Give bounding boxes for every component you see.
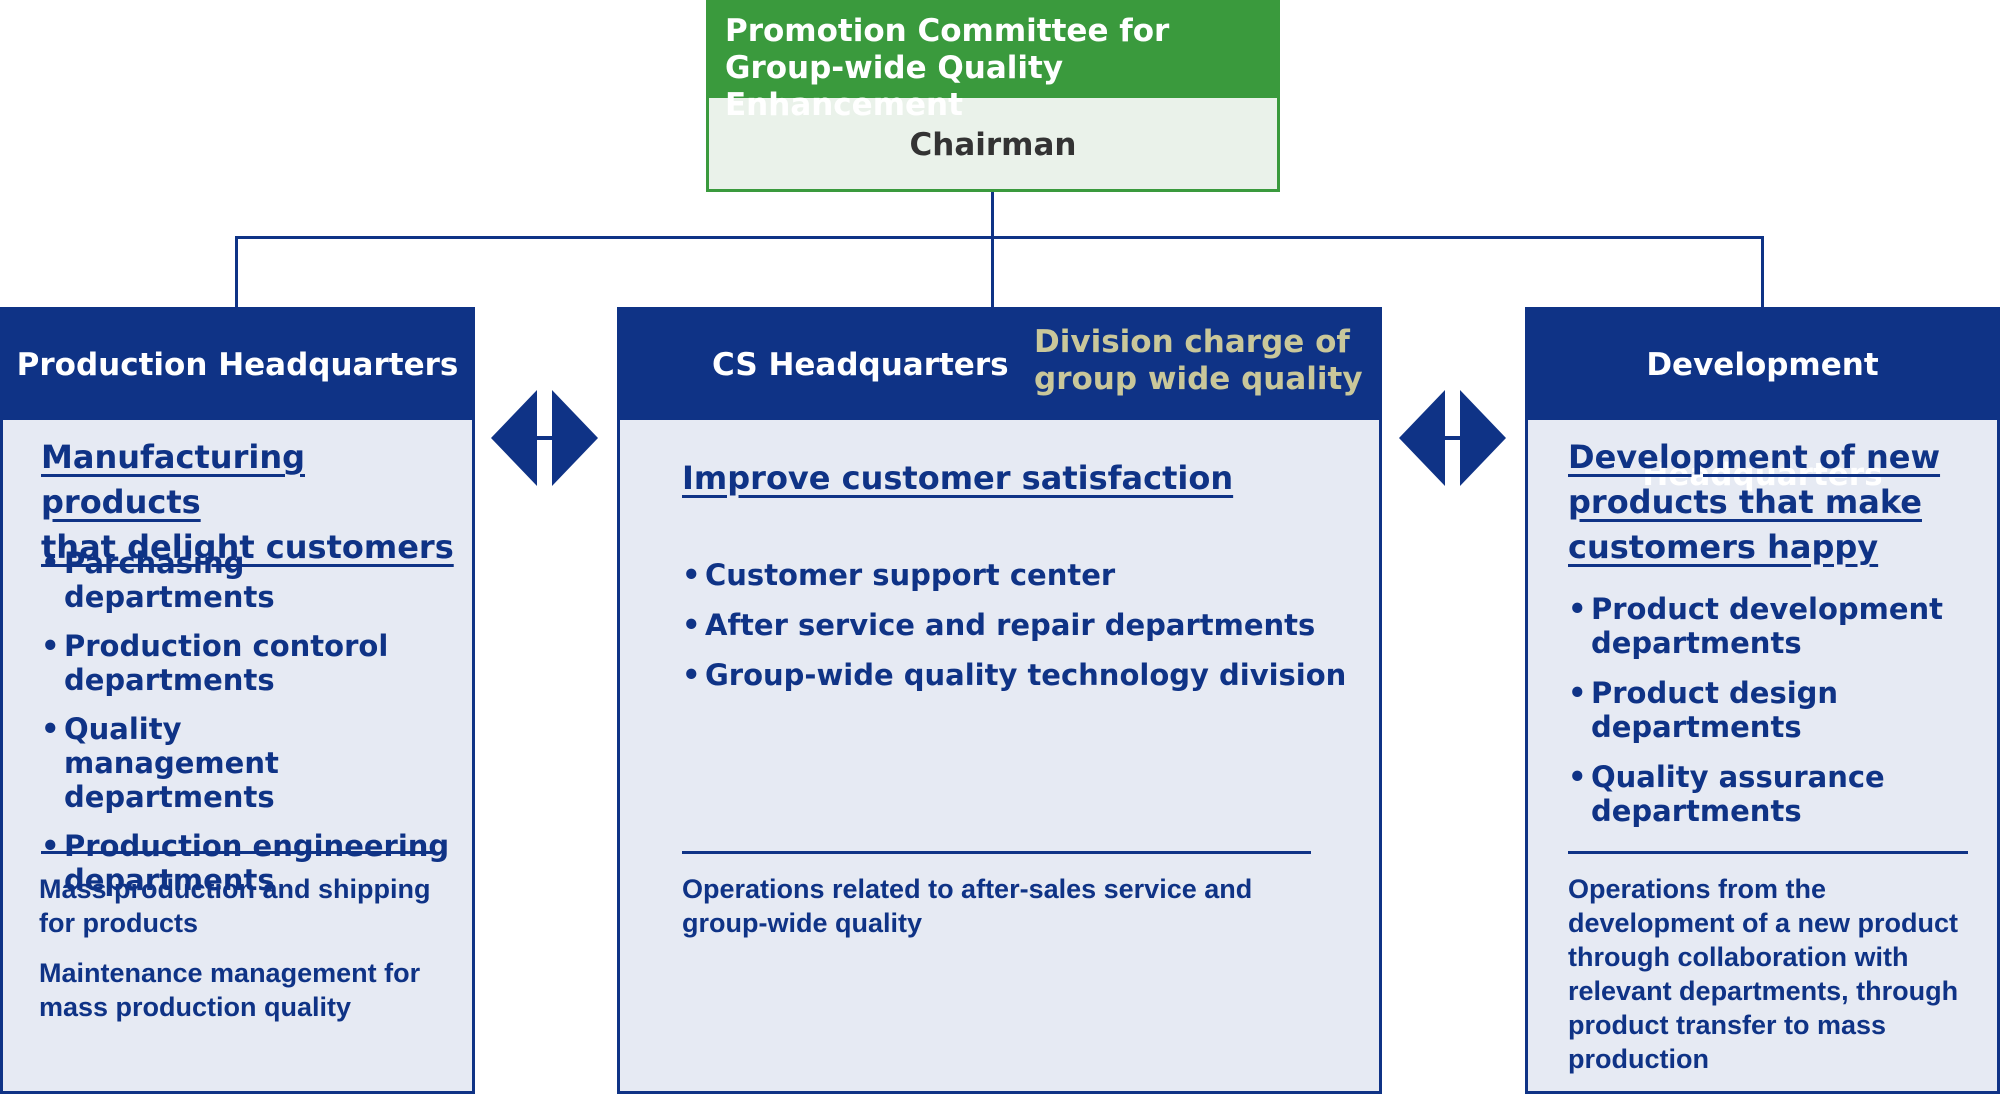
production-header-label: Production Headquarters <box>16 347 459 383</box>
list-item: Group-wide quality technology division <box>682 658 1362 692</box>
production-mission-line1: Manufacturing products <box>41 438 305 521</box>
list-item: Product design departments <box>1568 676 1871 744</box>
list-item: Quality management departments <box>41 712 394 814</box>
cs-divider <box>682 851 1311 854</box>
cs-tagline-line2: group wide quality <box>1034 361 1363 397</box>
cs-header: CS Headquarters Division charge of group… <box>620 310 1379 420</box>
development-header-label: Development Headquarters <box>1642 347 1883 493</box>
development-mission-line2: products that make <box>1568 483 1922 521</box>
list-item: Production contorol departments <box>41 629 394 697</box>
connector-right-drop <box>1761 236 1764 307</box>
cs-header-label: CS Headquarters <box>712 347 1009 383</box>
development-mission: Development of new products that make cu… <box>1568 435 1988 570</box>
list-item: Quality assurance departments <box>1568 760 1921 828</box>
production-column: Production Headquarters Manufacturing pr… <box>0 307 475 1094</box>
committee-box: Promotion Committee for Group-wide Quali… <box>706 0 1280 192</box>
cs-department-list: Customer support center After service an… <box>682 558 1362 707</box>
development-column: Development Headquarters Development of … <box>1525 307 2000 1094</box>
production-operation-1: Mass production and shipping for product… <box>39 874 431 938</box>
connector-vertical-top <box>991 192 994 307</box>
production-department-list: Parchasing departments Production contor… <box>41 546 451 912</box>
bidirectional-arrow-icon <box>1399 390 1506 486</box>
connector-horizontal <box>235 236 1764 239</box>
committee-title-line2: Group-wide Quality Enhancement <box>725 50 1064 123</box>
connector-left-drop <box>235 236 238 307</box>
development-divider <box>1568 851 1968 854</box>
production-operation-2: Maintenance management for mass producti… <box>39 958 421 1022</box>
list-item: Production engineering departments <box>41 829 464 897</box>
list-item: Product development departments <box>1568 592 1958 660</box>
list-item: Parchasing departments <box>41 546 451 614</box>
committee-title-line1: Promotion Committee for <box>725 13 1170 49</box>
development-header: Development Headquarters <box>1528 310 1997 493</box>
cs-tagline-line1: Division charge of <box>1034 324 1350 360</box>
development-department-list: Product development departments Product … <box>1568 592 1958 843</box>
development-operations: Operations from the development of a new… <box>1568 874 1959 1074</box>
cs-tagline: Division charge of group wide quality <box>1034 324 1363 398</box>
development-mission-line1: Development of new <box>1568 438 1941 476</box>
production-header: Production Headquarters <box>3 310 472 420</box>
list-item: Customer support center <box>682 558 1362 592</box>
cs-column: CS Headquarters Division charge of group… <box>617 307 1382 1094</box>
cs-mission: Improve customer satisfaction <box>682 459 1234 497</box>
list-item: After service and repair departments <box>682 608 1362 642</box>
production-divider <box>41 851 434 854</box>
chairman-label: Chairman <box>909 127 1077 163</box>
cs-operations: Operations related to after-sales servic… <box>682 874 1253 938</box>
committee-title: Promotion Committee for Group-wide Quali… <box>709 3 1277 123</box>
bidirectional-arrow-icon <box>491 390 598 486</box>
development-mission-line3: customers happy <box>1568 528 1879 566</box>
